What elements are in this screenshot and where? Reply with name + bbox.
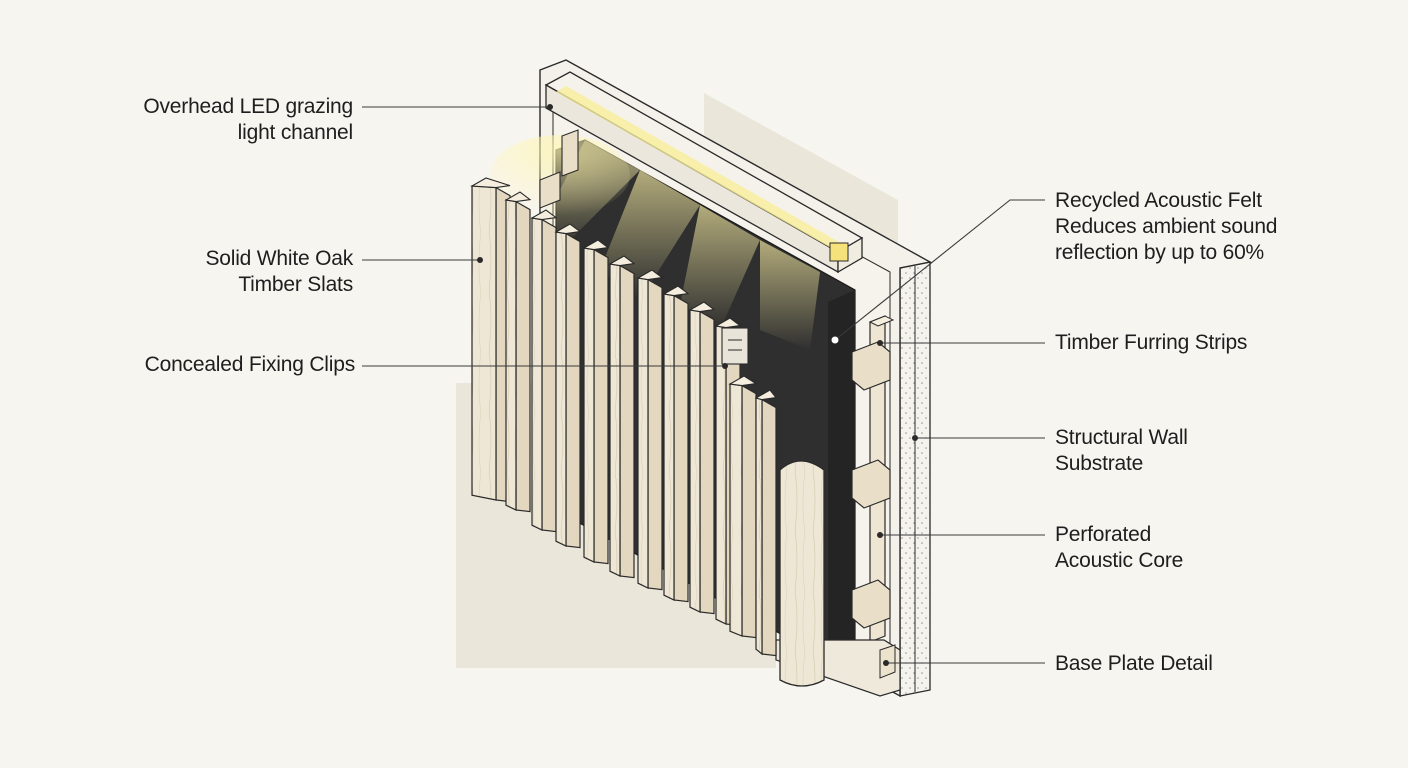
label-fixing-clips: Concealed Fixing Clips	[144, 353, 356, 376]
front-slat	[779, 460, 825, 687]
timber-slat	[688, 301, 716, 615]
timber-slat	[582, 239, 610, 565]
timber-slat	[728, 375, 758, 639]
fixing-clip	[721, 327, 749, 365]
leader-acoustic-felt	[834, 199, 1045, 341]
label-led-channel: Overhead LED grazing light channel	[143, 95, 353, 144]
timber-slats	[470, 177, 778, 657]
timber-slat	[662, 285, 690, 603]
label-acoustic-felt: Recycled Acoustic Felt Reduces ambient s…	[1055, 189, 1278, 264]
label-oak-slats: Solid White Oak Timber Slats	[205, 247, 353, 296]
timber-slat	[754, 389, 778, 657]
timber-slat	[608, 255, 636, 579]
led-channel	[544, 71, 864, 274]
furring-strips	[539, 129, 895, 643]
timber-slat	[636, 269, 664, 591]
timber-slat	[554, 223, 582, 549]
leader-dots	[477, 104, 918, 666]
timber-slat	[470, 177, 511, 503]
timber-slat	[504, 191, 532, 513]
label-wall-substrate: Structural Wall Substrate	[1055, 426, 1188, 475]
leader-lines	[362, 106, 1045, 664]
label-base-plate: Base Plate Detail	[1055, 652, 1213, 675]
label-acoustic-core: Perforated Acoustic Core	[1055, 523, 1184, 572]
label-furring-strips: Timber Furring Strips	[1055, 331, 1248, 354]
timber-slat	[530, 209, 558, 533]
